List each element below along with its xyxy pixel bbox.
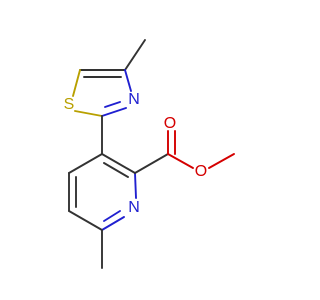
bond-pyridine-c3-c4 <box>68 153 103 174</box>
bond-methyl-thiazole <box>124 39 146 71</box>
bond-thiazole-c4-n <box>124 69 132 92</box>
bond-pyridine-c2-c3-inner <box>103 162 129 178</box>
bond-thiazole-c5-s <box>72 69 81 97</box>
bond-pyridine-n-c2 <box>134 172 137 199</box>
bond-pyridine-c5-c6 <box>68 210 103 231</box>
bond-ester-o-methyl <box>208 153 235 169</box>
ester-oxygen-label: O <box>195 163 207 180</box>
pyridine-nitrogen-label: N <box>128 199 140 216</box>
bond-thiazole-n-c2 <box>101 107 127 117</box>
bond-ester-c-o <box>167 153 194 169</box>
thiazole-nitrogen-label: N <box>128 91 140 108</box>
bond-pyridine-c2-c3 <box>101 153 136 174</box>
thiazole-sulfur-label: S <box>64 96 75 113</box>
bond-thiazole-s-c2 <box>74 110 103 117</box>
bond-thiazole-n-c2-inner <box>104 101 121 108</box>
carbonyl-oxygen-label: O <box>164 115 176 132</box>
molecule-canvas: S N N O O <box>63 39 235 269</box>
molecule-structure: S N N O O <box>64 39 235 269</box>
bond-pyridine-c6-n <box>101 216 125 231</box>
bond-ester-c2-carbonyl <box>134 153 169 174</box>
bond-pyridine-c6-n-inner <box>103 210 121 222</box>
